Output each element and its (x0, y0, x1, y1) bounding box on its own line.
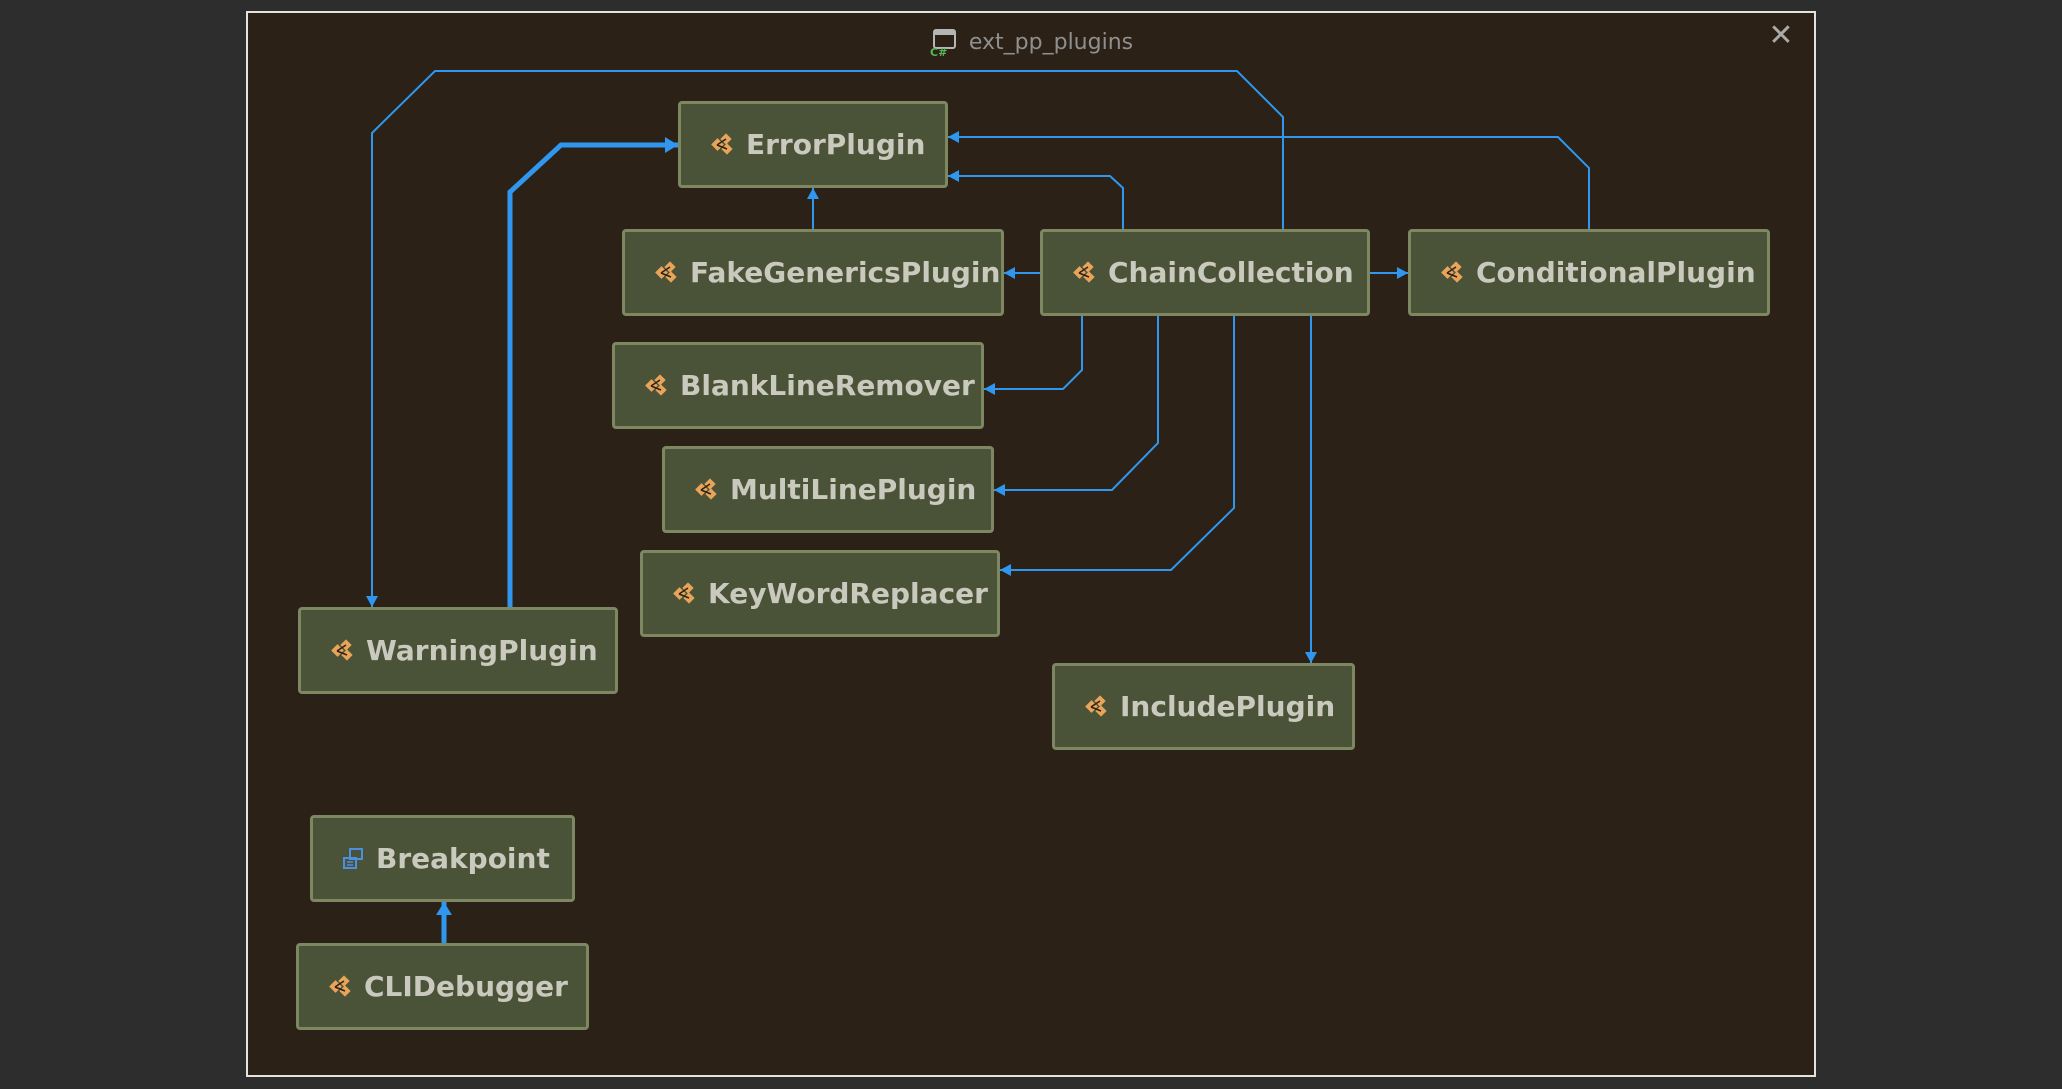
node-label: ChainCollection (1108, 256, 1354, 289)
arrowhead (1004, 267, 1015, 279)
node-label: CLIDebugger (364, 970, 568, 1003)
class-icon (1441, 260, 1463, 283)
svg-text:C#: C# (930, 46, 947, 57)
class-icon (645, 373, 667, 396)
node-warning-plugin[interactable]: WarningPlugin (298, 607, 618, 694)
edge-chain-collection-to-warning-plugin (366, 70, 1284, 607)
diagram-window: C# ext_pp_plugins ✕ ErrorPlugin FakeGene… (246, 11, 1816, 1077)
node-label: BlankLineRemover (680, 369, 975, 402)
arrowhead (994, 484, 1005, 496)
class-icon (329, 974, 351, 997)
class-icon (1085, 694, 1107, 717)
arrowhead (1305, 652, 1317, 663)
class-icon (1073, 260, 1095, 283)
node-label: ErrorPlugin (746, 128, 926, 161)
window-title: ext_pp_plugins (968, 29, 1134, 55)
node-label: ConditionalPlugin (1476, 256, 1756, 289)
node-conditional-plugin[interactable]: ConditionalPlugin (1408, 229, 1770, 316)
node-label: Breakpoint (376, 842, 550, 875)
node-include-plugin[interactable]: IncludePlugin (1052, 663, 1355, 750)
interface-icon (343, 847, 363, 869)
edge-chain-collection-to-fake-generics-plugin (1004, 267, 1040, 279)
node-error-plugin[interactable]: ErrorPlugin (678, 101, 948, 188)
edge-chain-collection-to-multi-line-plugin (994, 316, 1159, 496)
node-label: IncludePlugin (1120, 690, 1336, 723)
arrowhead (665, 137, 678, 153)
close-button[interactable]: ✕ (1768, 18, 1794, 53)
node-cli-debugger[interactable]: CLIDebugger (296, 943, 589, 1030)
arrowhead (807, 188, 819, 199)
arrowhead (948, 131, 959, 143)
node-multi-line-plugin[interactable]: MultiLinePlugin (662, 446, 994, 533)
edge-chain-collection-to-key-word-replacer (1000, 316, 1235, 576)
arrowhead (1000, 564, 1011, 576)
arrowhead (948, 170, 959, 182)
node-breakpoint[interactable]: Breakpoint (310, 815, 575, 902)
edge-chain-collection-to-conditional-plugin (1370, 267, 1408, 279)
node-key-word-replacer[interactable]: KeyWordReplacer (640, 550, 1000, 637)
class-icon (711, 132, 733, 155)
csharp-file-icon: C# (930, 29, 956, 57)
edge-fake-generics-plugin-to-error-plugin (807, 188, 819, 229)
edge-chain-collection-to-blank-line-remover (984, 316, 1083, 395)
edge-conditional-plugin-to-error-plugin (948, 131, 1590, 229)
node-blank-line-remover[interactable]: BlankLineRemover (612, 342, 984, 429)
arrowhead (366, 596, 378, 607)
arrowhead (1397, 267, 1408, 279)
arrowhead (436, 902, 452, 915)
edge-warning-plugin-to-error-plugin (507, 137, 678, 607)
class-icon (331, 638, 353, 661)
class-icon (655, 260, 677, 283)
class-icon (695, 477, 717, 500)
node-label: KeyWordReplacer (708, 577, 988, 610)
edge-chain-collection-to-include-plugin (1305, 316, 1317, 663)
edge-chain-collection-to-error-plugin (948, 170, 1124, 229)
class-icon (673, 581, 695, 604)
node-chain-collection[interactable]: ChainCollection (1040, 229, 1370, 316)
node-fake-generics-plugin[interactable]: FakeGenericsPlugin (622, 229, 1004, 316)
arrowhead (984, 383, 995, 395)
dependency-edges (366, 70, 1590, 943)
window-title-bar: C# ext_pp_plugins (248, 25, 1814, 59)
edge-cli-debugger-to-breakpoint (436, 902, 452, 943)
node-label: FakeGenericsPlugin (690, 256, 1001, 289)
node-label: MultiLinePlugin (730, 473, 977, 506)
node-label: WarningPlugin (366, 634, 598, 667)
